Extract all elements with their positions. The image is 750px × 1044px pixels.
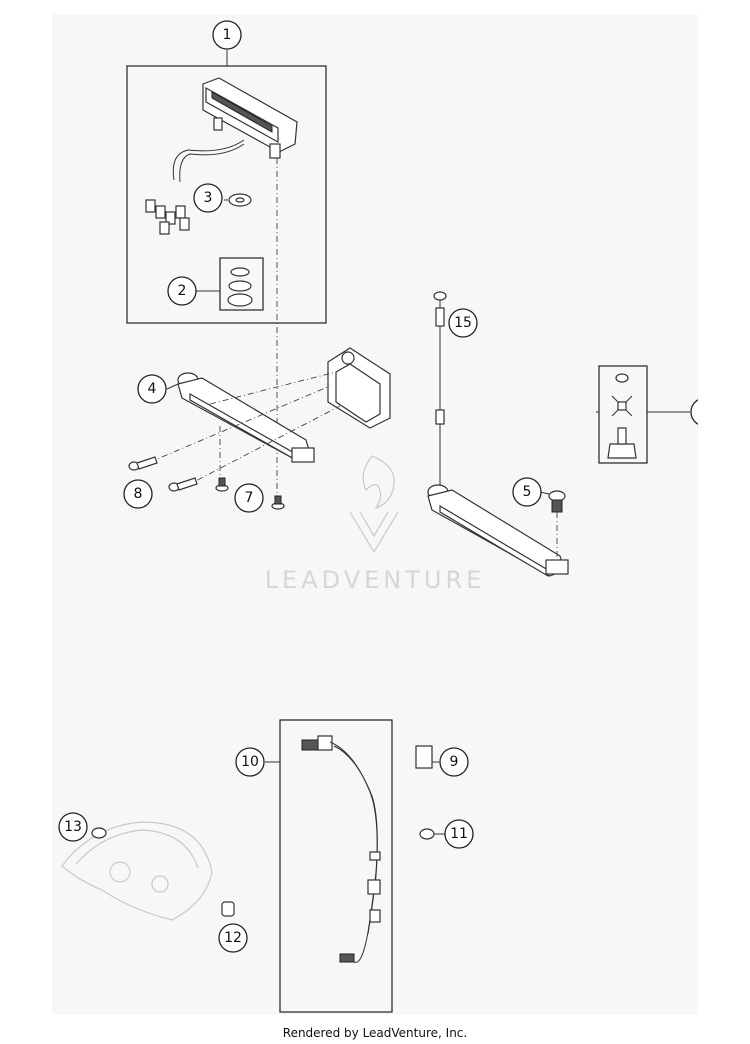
callout-2: 2 (167, 276, 197, 306)
footer-credit: Rendered by LeadVenture, Inc. (282, 1026, 468, 1040)
callout-10: 10 (235, 747, 265, 777)
svg-text:9: 9 (450, 754, 459, 770)
leadventure-watermark: LEADVENTURE (265, 455, 486, 594)
svg-text:1: 1 (223, 27, 232, 43)
svg-text:12: 12 (224, 930, 242, 946)
svg-text:15: 15 (454, 315, 472, 331)
callout-15: 15 (448, 308, 478, 338)
headlight-mount-frame (327, 347, 391, 429)
bolt (128, 456, 158, 471)
watermark-text: LEADVENTURE (265, 566, 486, 594)
callout-1: 1 (212, 20, 242, 50)
speed-sensor-cable (301, 735, 381, 963)
svg-text:5: 5 (523, 484, 532, 500)
svg-text:11: 11 (450, 826, 468, 842)
callout-3: 3 (193, 183, 223, 213)
svg-text:7: 7 (245, 490, 254, 506)
callout-5: 5 (512, 477, 542, 507)
connector-plugs (145, 199, 190, 235)
callout-12: 12 (218, 923, 248, 953)
mounting-bracket (177, 372, 315, 463)
callout-6: 6 (690, 399, 698, 425)
grommet-kit-box (598, 365, 648, 464)
cable-holder (419, 828, 435, 840)
rubber-mount (215, 477, 229, 492)
svg-text:4: 4 (148, 381, 157, 397)
grommet (548, 490, 566, 513)
svg-text:2: 2 (178, 283, 187, 299)
exploded-view-drawing: LEADVENTURE (58, 20, 698, 1013)
bolt (168, 477, 198, 492)
svg-text:10: 10 (241, 754, 259, 770)
svg-text:8: 8 (134, 486, 143, 502)
retaining-ring (91, 827, 107, 839)
spacer-sleeve (221, 901, 235, 917)
callout-4: 4 (137, 374, 167, 404)
callout-9: 9 (439, 747, 469, 777)
rubber-mount (271, 495, 285, 510)
svg-text:13: 13 (64, 819, 82, 835)
long-screw (433, 291, 447, 488)
callout-13: 13 (58, 812, 88, 842)
svg-text:3: 3 (204, 190, 213, 206)
callout-8: 8 (123, 479, 153, 509)
speed-sensor-kit-box (279, 719, 393, 1013)
seal-kit-box (219, 257, 264, 311)
parts-diagram: LEADVENTURE (52, 14, 698, 1014)
instrument-cluster (172, 77, 298, 183)
mounting-bracket-assembled (427, 484, 569, 578)
cable-clip (415, 745, 433, 769)
callout-11: 11 (444, 819, 474, 849)
callout-7: 7 (234, 483, 264, 513)
brake-disc-outline (61, 821, 213, 921)
